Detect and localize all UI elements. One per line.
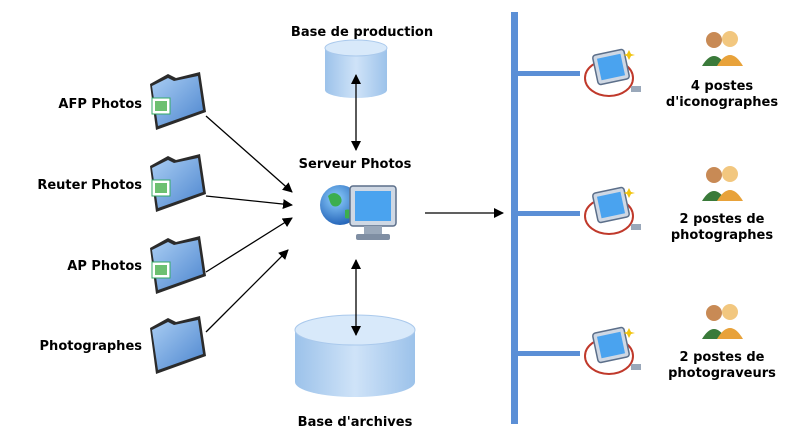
workstation-label-line2: d'iconographes: [665, 95, 779, 110]
arrow-ap-to-server: [205, 217, 293, 273]
workstation-label-iconographes: 4 postes d'iconographes: [660, 79, 784, 111]
production-database-label: Base de production: [290, 25, 434, 40]
arrow-reuter-to-server: [205, 195, 293, 210]
network-branch: [518, 211, 580, 216]
source-label-ap: AP Photos: [67, 259, 142, 274]
source-label-afp: AFP Photos: [58, 97, 142, 112]
workstation-computer-icon: [584, 48, 641, 97]
server-label: Serveur Photos: [298, 157, 412, 172]
server-computer-icon: [320, 185, 397, 240]
users-icon: [702, 304, 743, 339]
users-icon: [702, 31, 743, 66]
archive-database-icon: [294, 314, 416, 397]
folder-icon: [150, 154, 206, 212]
arrow-afp-to-server: [205, 115, 293, 193]
workstation-label-line1: 4 postes: [690, 79, 754, 94]
network-bus: [511, 12, 518, 424]
users-icon: [702, 166, 743, 201]
folder-icon: [150, 72, 206, 130]
workstation-label-photographes: 2 postes de photographes: [660, 212, 784, 244]
workstation-label-line1: 2 postes de: [679, 212, 765, 227]
network-branch: [518, 351, 580, 356]
source-label-photographes: Photographes: [39, 339, 142, 354]
workstation-label-line1: 2 postes de: [679, 350, 765, 365]
workstation-computer-icon: [584, 186, 641, 235]
workstation-computer-icon: [584, 326, 641, 375]
source-label-reuter: Reuter Photos: [37, 178, 142, 193]
workstation-label-line2: photographes: [670, 228, 774, 243]
workstation-label-line2: photograveurs: [668, 366, 776, 381]
folder-icon: [150, 316, 206, 374]
workstation-label-photograveurs: 2 postes de photograveurs: [660, 350, 784, 382]
folder-icon: [150, 236, 206, 294]
arrow-photographes-to-server: [205, 249, 289, 333]
network-branch: [518, 71, 580, 76]
archive-database-label: Base d'archives: [297, 415, 413, 430]
